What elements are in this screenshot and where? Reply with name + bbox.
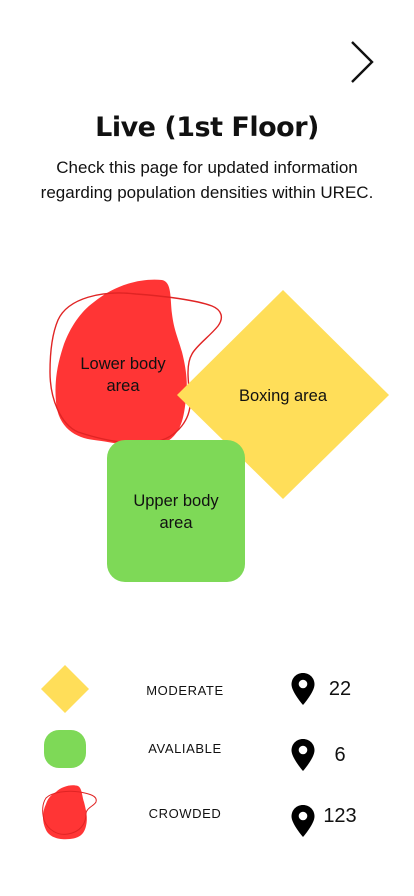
crowded-blob-icon: [42, 785, 97, 840]
legend-row-avaliable: AVALIABLE 6: [0, 726, 414, 782]
upper-body-label-line2: area: [159, 514, 193, 532]
next-page-button[interactable]: [344, 38, 380, 86]
page-title: Live (1st Floor): [95, 112, 319, 143]
avaliable-rounded-square-icon: [44, 730, 86, 768]
location-pin-icon: [291, 673, 315, 705]
lower-body-area[interactable]: Lower body area: [46, 276, 226, 451]
legend-label-avaliable: AVALIABLE: [148, 741, 222, 756]
lower-body-label-line2: area: [106, 377, 140, 395]
avaliable-count: 6: [334, 744, 346, 766]
chevron-right-icon: [351, 41, 374, 83]
upper-body-area-label: Upper body area: [107, 490, 245, 534]
page-description: Check this page for updated information …: [40, 158, 374, 202]
lower-body-area-label: Lower body area: [60, 353, 186, 397]
legend-row-crowded: CROWDED 123: [0, 784, 414, 840]
location-pin-icon: [291, 805, 315, 837]
upper-body-label-line1: Upper body: [133, 492, 219, 510]
boxing-area-label: Boxing area: [238, 387, 328, 405]
location-pin-icon: [291, 739, 315, 771]
moderate-count: 22: [328, 678, 352, 700]
legend-label-crowded: CROWDED: [148, 806, 222, 821]
lower-body-label-line1: Lower body: [80, 355, 166, 373]
moderate-diamond-icon: [41, 665, 89, 713]
lower-body-area-shape: [49, 279, 223, 447]
legend-row-moderate: MODERATE 22: [0, 662, 414, 718]
crowded-count: 123: [323, 805, 357, 827]
legend-label-moderate: MODERATE: [146, 683, 224, 698]
upper-body-area[interactable]: Upper body area: [107, 440, 245, 582]
